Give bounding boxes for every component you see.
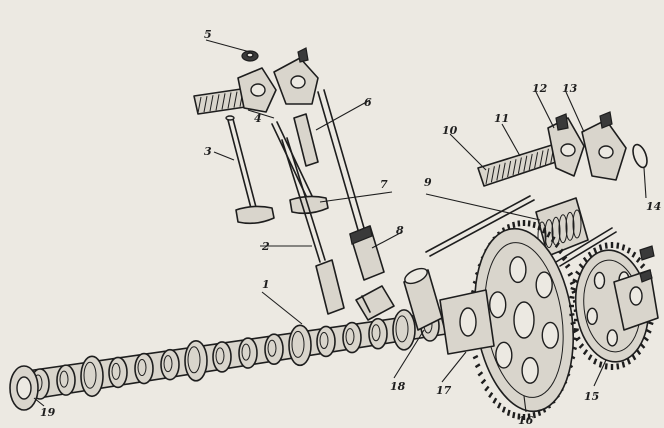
callout-11: 11 (494, 112, 509, 125)
rocker-assembly-left (193, 47, 319, 115)
camshaft-gear (439, 220, 579, 420)
tappet-guide (355, 285, 395, 321)
valve-left (225, 115, 275, 225)
callout-1: 1 (262, 278, 270, 291)
gear-hole (509, 256, 527, 284)
gear-hole (586, 307, 598, 325)
callout-6: 6 (364, 96, 372, 109)
gear-hole (521, 356, 539, 384)
gear-hole (495, 341, 513, 369)
push-rod-short (293, 113, 319, 167)
callout-4: 4 (254, 112, 262, 125)
leader-lines (33, 39, 647, 413)
callout-10: 10 (442, 124, 458, 137)
callout-14: 14 (646, 200, 661, 213)
callout-labels: 1 2 3 4 5 6 7 8 9 10 11 12 13 14 15 16 1… (40, 28, 661, 427)
callout-17: 17 (436, 384, 452, 397)
callout-5: 5 (204, 28, 212, 41)
gear-hole (535, 271, 553, 299)
callout-8: 8 (396, 224, 404, 237)
callout-19: 19 (40, 406, 56, 419)
callout-13: 13 (562, 82, 578, 95)
idler-gear (569, 242, 659, 370)
callout-16: 16 (518, 414, 534, 427)
callout-15: 15 (584, 390, 599, 403)
camshaft (9, 309, 447, 411)
push-rod-right (317, 89, 385, 281)
callout-18: 18 (390, 380, 406, 393)
gear-hole (593, 271, 606, 290)
callout-9: 9 (424, 176, 432, 189)
callout-2: 2 (261, 240, 270, 253)
callout-7: 7 (380, 178, 388, 191)
gear-hole (541, 321, 559, 349)
callout-12: 12 (532, 82, 548, 95)
gear-hole (489, 291, 507, 319)
push-rod-long (281, 137, 345, 315)
gear-hole (606, 329, 618, 347)
callout-3: 3 (204, 145, 212, 158)
